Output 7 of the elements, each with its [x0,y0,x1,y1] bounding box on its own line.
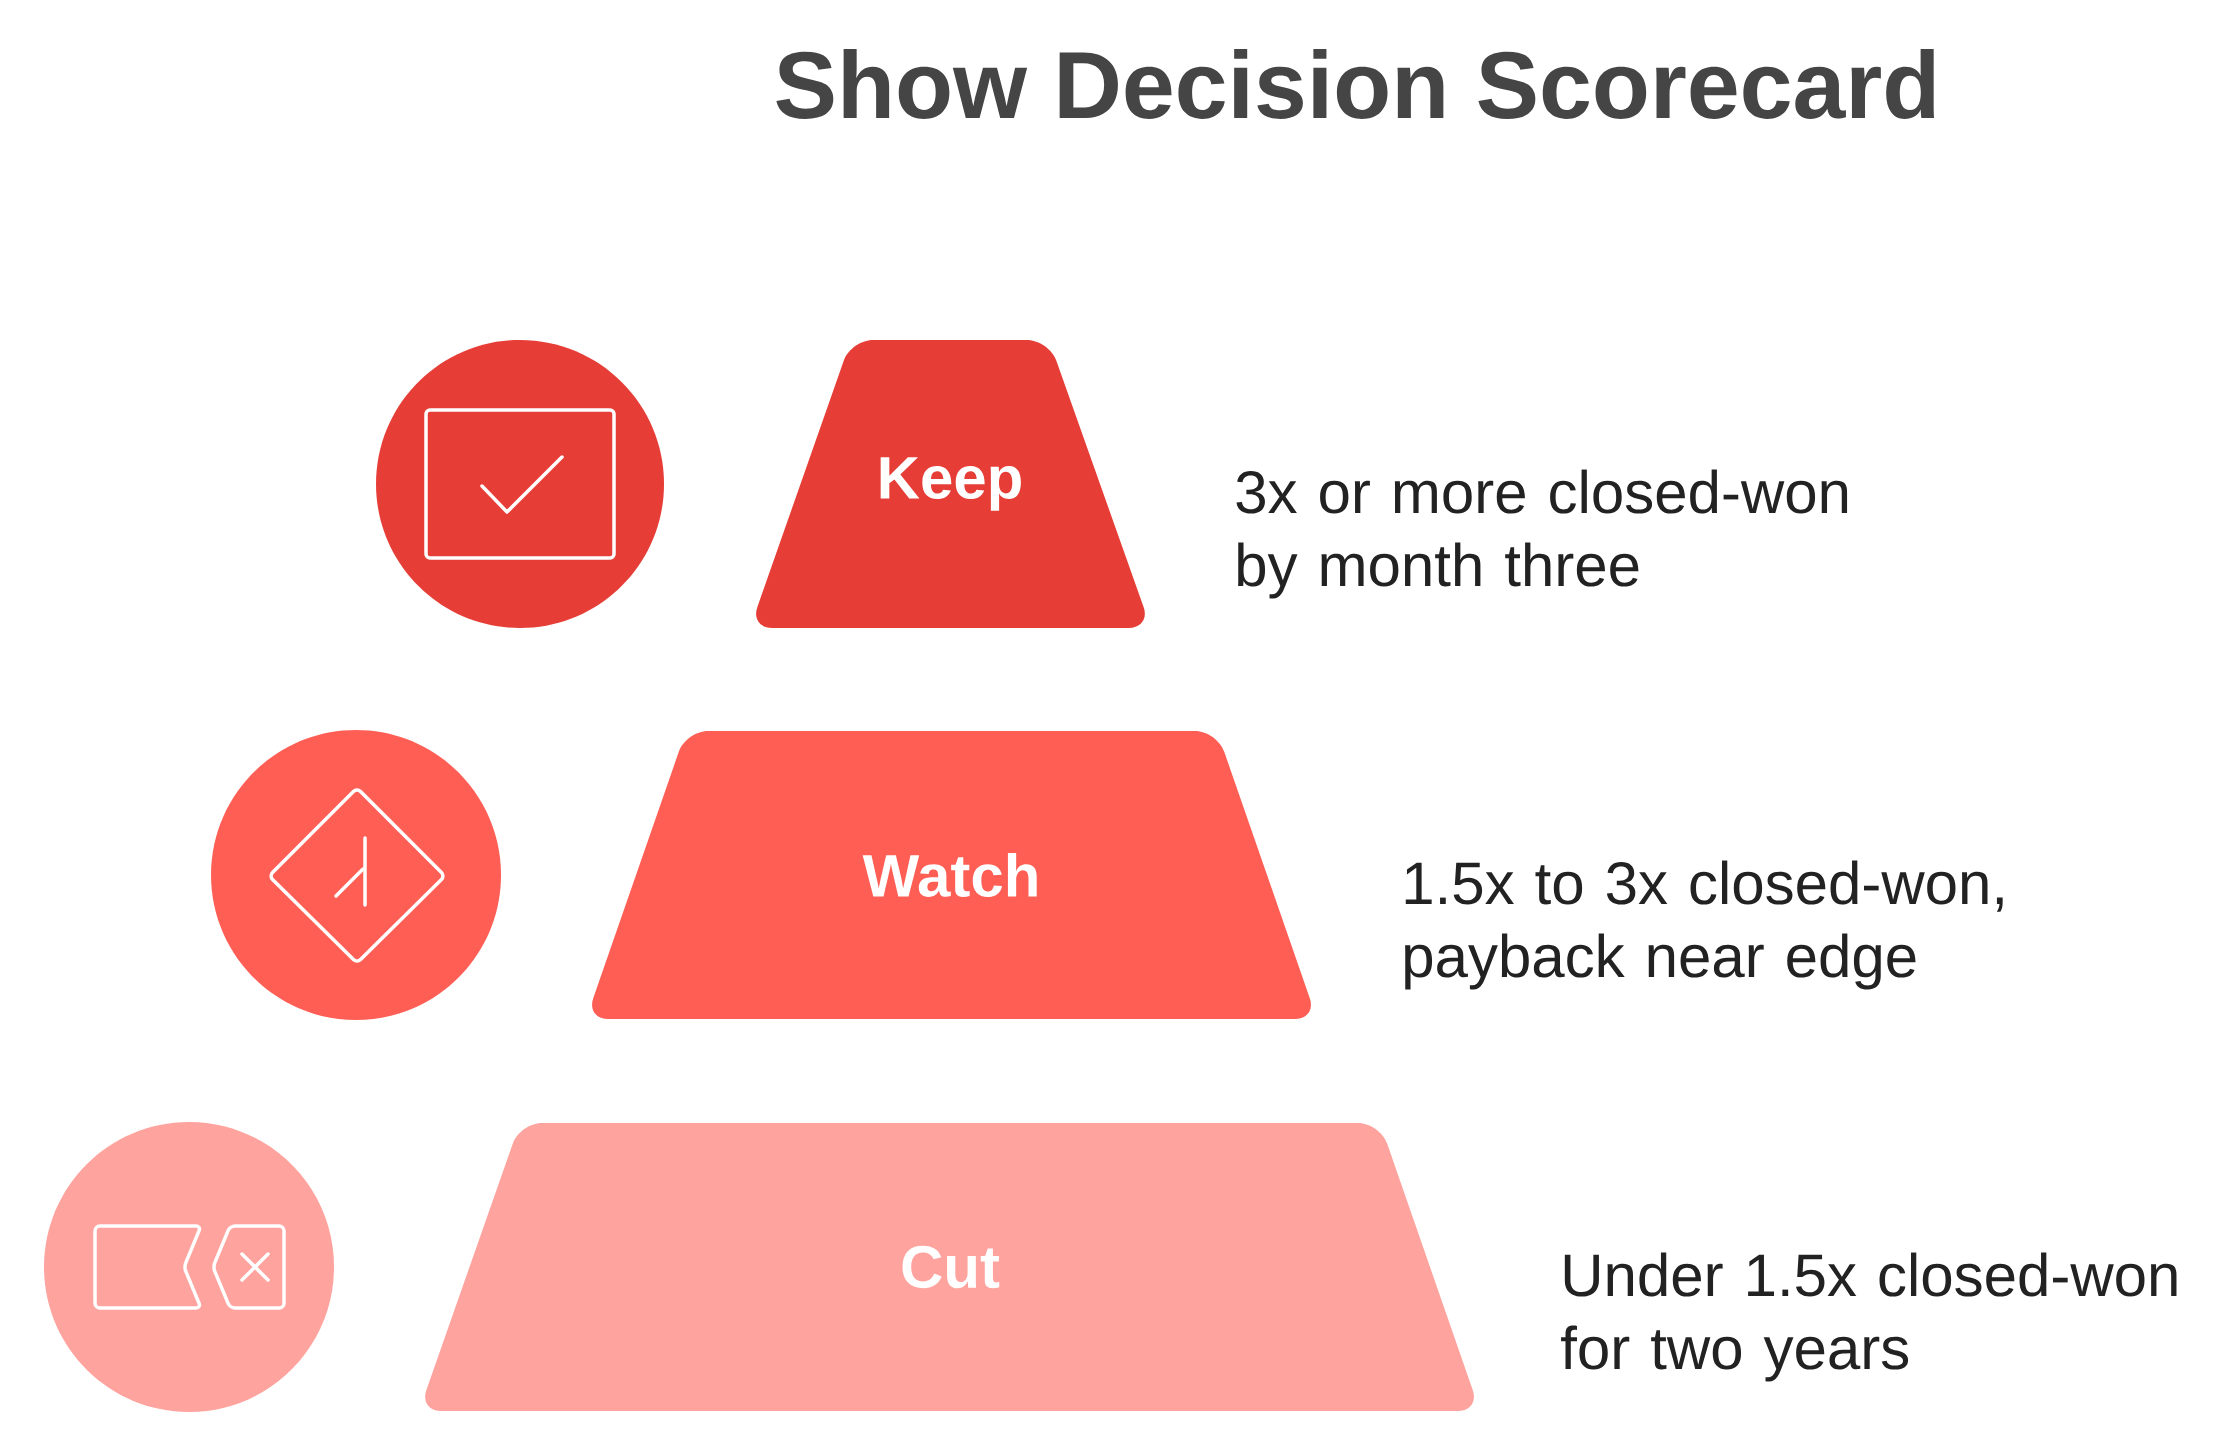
trapezoid: Watch [592,731,1311,1019]
trapezoid: Keep [756,340,1145,628]
description-text: 3x or more closed-won by month three [1236,469,1848,599]
description-text: Under 1.5x closed-won for two years [1561,1252,2177,1382]
trapezoid: Cut [425,1123,1474,1411]
title: Show Decision Scorecard [776,49,1935,119]
description-text: 1.5x to 3x closed-won, payback near edge [1405,860,2003,990]
